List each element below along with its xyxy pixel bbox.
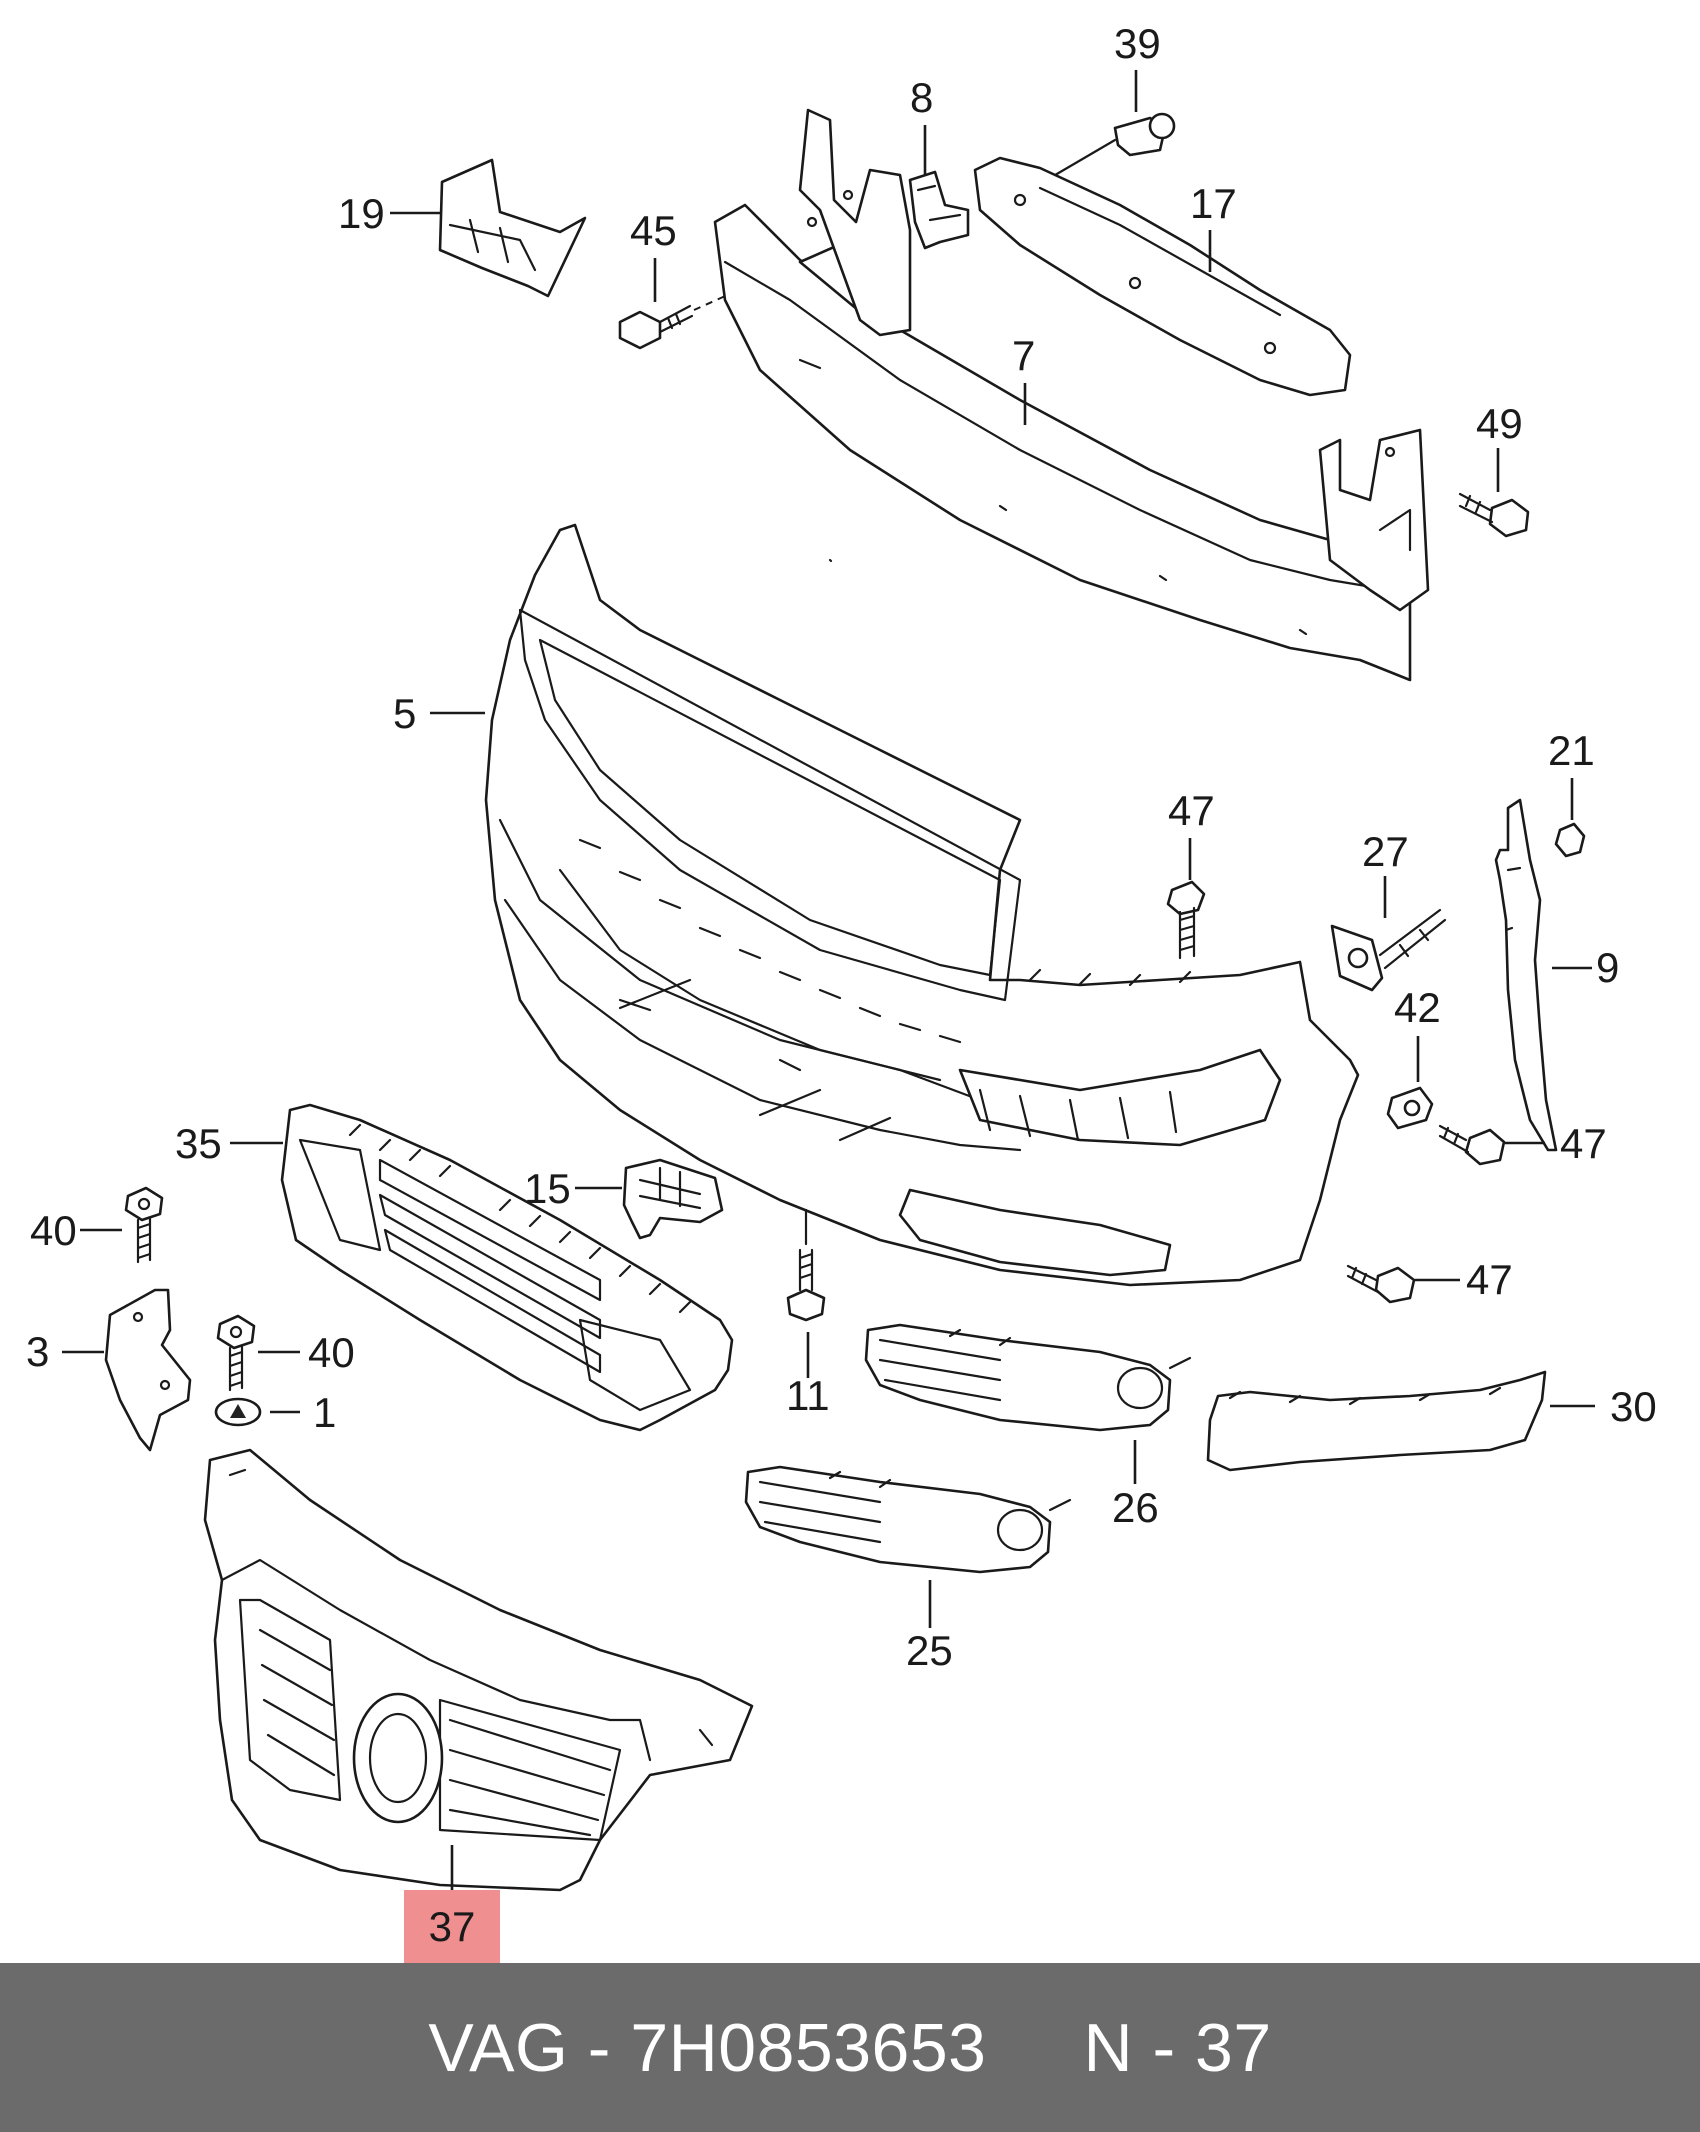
- callout-17: 17: [1190, 180, 1237, 227]
- callout-42: 42: [1394, 984, 1441, 1031]
- part-17-absorber: 17: [973, 156, 1352, 397]
- callout-9: 9: [1596, 944, 1619, 991]
- part-26-grille-insert: 26: [864, 1323, 1192, 1531]
- callout-21: 21: [1548, 727, 1595, 774]
- part-number-caption: VAG - 7H0853653 N - 37: [428, 2009, 1272, 2086]
- part-11-bolt: 11: [786, 1208, 830, 1419]
- highlighted-part-number: 37: [428, 1903, 476, 1950]
- parts-diagram: 19 45 7 8 39: [26, 20, 1657, 1892]
- callout-47-b: 47: [1560, 1120, 1607, 1167]
- callout-35: 35: [175, 1120, 222, 1167]
- part-19-bracket: 19: [338, 158, 587, 298]
- part-42-clip-nut: 42: [1386, 984, 1441, 1130]
- callout-30: 30: [1610, 1383, 1657, 1430]
- callout-11: 11: [786, 1372, 830, 1419]
- part-8-clip: 8: [908, 74, 970, 250]
- part-47-bolt-lower: 47: [1346, 1256, 1513, 1304]
- part-5-bumper-cover: 5: [393, 523, 1360, 1287]
- part-49-bolt: 49: [1458, 400, 1530, 538]
- part-40-bolt-lower: 40: [216, 1314, 355, 1392]
- part-40-bolt-upper: 40: [30, 1186, 164, 1264]
- part-47-bolt-mid: 47: [1438, 1120, 1607, 1167]
- callout-1: 1: [313, 1389, 336, 1436]
- callout-25: 25: [906, 1627, 953, 1674]
- part-3-bracket: 3: [26, 1288, 192, 1452]
- part-37-radiator-grille: [203, 1448, 754, 1892]
- callout-3: 3: [26, 1328, 49, 1375]
- part-9-guide: 21 9: [1494, 727, 1619, 1152]
- callout-40-b: 40: [308, 1329, 355, 1376]
- callout-47-a: 47: [1168, 787, 1215, 834]
- part-7-bumper-carrier: 7: [713, 108, 1430, 682]
- part-30-trim-strip: 30: [1206, 1370, 1657, 1472]
- callout-8: 8: [910, 74, 933, 121]
- footer-bar: VAG - 7H0853653 N - 37: [0, 1963, 1700, 2132]
- highlighted-part-label: 37: [404, 1890, 500, 1963]
- callout-26: 26: [1112, 1484, 1159, 1531]
- callout-45: 45: [630, 207, 677, 254]
- callout-47-c: 47: [1466, 1256, 1513, 1303]
- part-1-washer: 1: [214, 1389, 336, 1436]
- callout-7: 7: [1012, 332, 1035, 379]
- part-15-connector: 15: [524, 1158, 724, 1240]
- part-27-stud: 27: [1330, 828, 1447, 992]
- part-39-fastener: 39: [1048, 20, 1176, 180]
- part-25-grille-insert: 25: [744, 1465, 1072, 1674]
- callout-27: 27: [1362, 828, 1409, 875]
- callout-39: 39: [1114, 20, 1161, 67]
- callout-40-a: 40: [30, 1207, 77, 1254]
- callout-49: 49: [1476, 400, 1523, 447]
- part-35-grille-frame: 35: [175, 1103, 734, 1432]
- callout-15: 15: [524, 1165, 571, 1212]
- callout-5: 5: [393, 690, 416, 737]
- part-47-bolt-upper: 47: [1166, 787, 1215, 960]
- callout-19: 19: [338, 190, 385, 237]
